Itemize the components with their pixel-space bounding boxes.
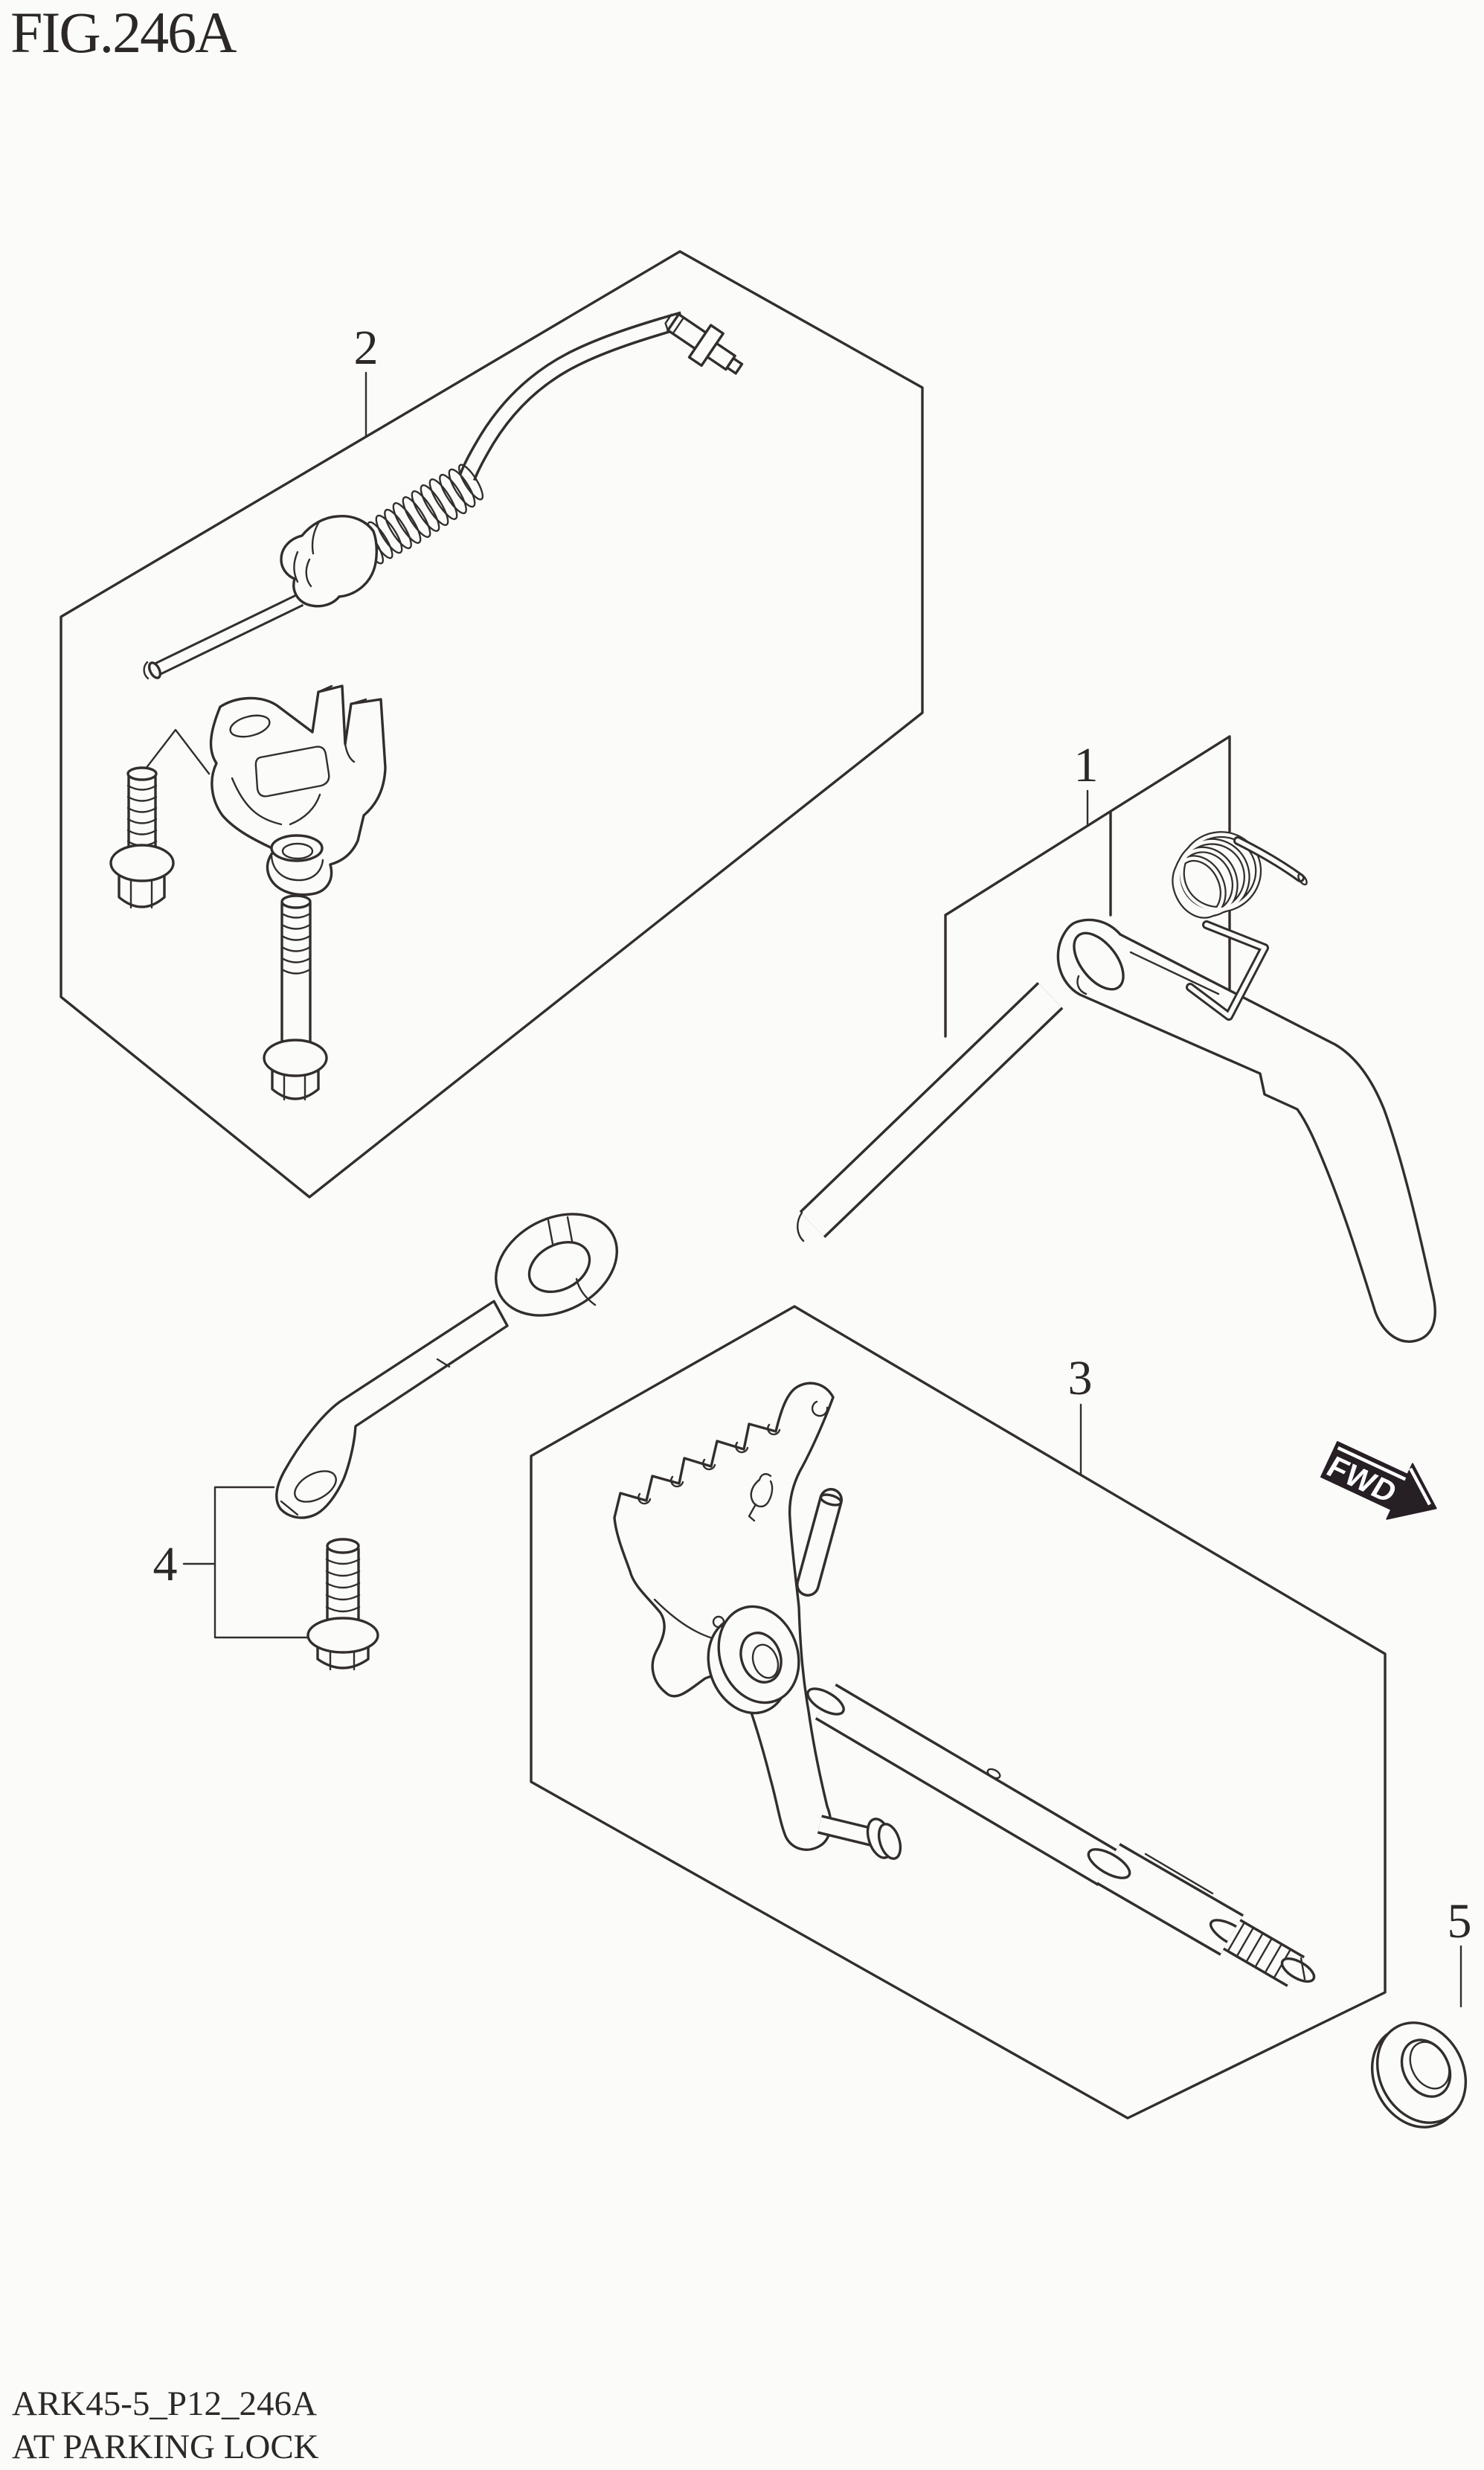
roller-pin-core — [798, 1490, 841, 1594]
lever-eye-hole — [1073, 931, 1125, 991]
cable-boot — [280, 515, 378, 608]
callout-label-1: 1 — [1074, 738, 1099, 792]
bracket-cutout-arc — [231, 777, 283, 826]
bushing-inner-arc — [751, 1643, 780, 1679]
sleeve-highlight — [1144, 1852, 1214, 1895]
lever-eye-curl — [1076, 975, 1088, 995]
shaft-end-face — [806, 1687, 845, 1716]
bracket-cutout-arc — [289, 793, 321, 826]
rod-end-cap — [147, 661, 162, 679]
part-group-2: 2 — [60, 250, 924, 1199]
rod-end-arc — [797, 1211, 805, 1242]
lever-crease — [1129, 951, 1220, 995]
small-clip — [748, 1473, 774, 1522]
part-group-5: 5 — [1370, 1894, 1472, 2129]
flange-bolt — [263, 894, 328, 1101]
torsion-spring — [1172, 831, 1308, 1021]
group-2-caret-leader — [137, 728, 211, 780]
boot-wrinkle — [305, 558, 312, 588]
rod-end-arc — [143, 661, 150, 680]
part-group-4: 4 — [153, 1213, 619, 1671]
clevis-pin-core — [818, 1817, 874, 1844]
tooth-curls — [637, 1423, 781, 1505]
callout-bracket-4 — [182, 1486, 309, 1639]
lock-lever — [1056, 918, 1436, 1343]
flange-bolt — [109, 766, 175, 909]
fwd-arrow-icon: FWD — [1320, 1441, 1437, 1520]
arm-details — [280, 1358, 451, 1516]
bracket-boss-top — [270, 834, 324, 862]
part-group-1: 1 — [797, 735, 1436, 1343]
bracket-hole-upper — [229, 714, 271, 738]
cable-inner-rod-core — [152, 595, 303, 675]
pawl-hole-dot — [712, 1615, 725, 1629]
roller-pin-cap — [819, 1493, 843, 1507]
bracket-prong-details — [317, 684, 367, 763]
shaft-oil-hole — [986, 1768, 1001, 1780]
thread-tip-flat — [1300, 1957, 1306, 1980]
arm-hook-slot — [547, 1216, 597, 1306]
callout-label-5: 5 — [1448, 1894, 1472, 1948]
footer-code: ARK45-5_P12_246A — [12, 2384, 317, 2423]
shaft-thread-ridges — [1227, 1921, 1292, 1979]
callout-label-3: 3 — [1068, 1351, 1093, 1405]
pawl-bushing-bore — [739, 1632, 783, 1684]
group-3-box-outline — [530, 1305, 1387, 2120]
boot-wrinkle — [293, 551, 299, 583]
parking-pawl — [613, 1382, 835, 1851]
group-2-box-outline — [60, 250, 924, 1199]
clevis-pin-head-face — [877, 1823, 902, 1860]
shaft-core — [816, 1685, 1118, 1884]
cable-tube-core — [461, 313, 685, 481]
cable-end-connector — [664, 312, 744, 375]
bearing-race-line — [1409, 2041, 1451, 2090]
boot-wrinkle — [311, 519, 321, 555]
arm-hook-inner — [527, 1240, 591, 1294]
callout-label-4: 4 — [153, 1537, 178, 1591]
pivot-rod-core — [801, 984, 1061, 1236]
callout-label-2: 2 — [354, 321, 379, 375]
bracket-pad — [254, 745, 330, 798]
claw-inner-curl — [811, 1400, 829, 1417]
cable-tube-casing — [458, 311, 686, 481]
sleeve-end-face — [1087, 1848, 1131, 1879]
figure-title: FIG.246A — [10, 0, 237, 65]
footer-caption: AT PARKING LOCK — [12, 2428, 319, 2466]
release-arm — [275, 1300, 509, 1519]
arm-paddle-hole — [294, 1470, 337, 1503]
bracket-hole-lower — [281, 842, 314, 860]
bracket-boss-side — [270, 854, 324, 882]
part-group-3: 3 — [530, 1305, 1387, 2120]
flange-bolt — [306, 1538, 379, 1671]
